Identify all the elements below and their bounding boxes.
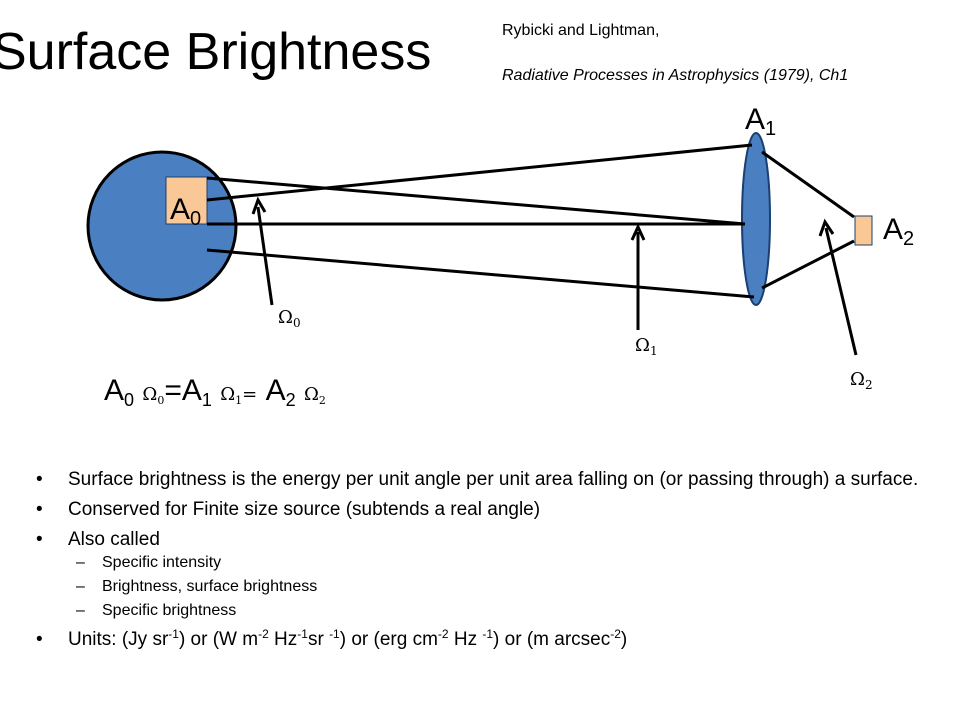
bullet-definition: Surface brightness is the energy per uni…	[36, 470, 936, 491]
sub-item: Specific brightness	[68, 602, 936, 620]
conservation-equation: A0 Ω0=A1 Ω1= A2 Ω2	[104, 374, 326, 410]
source-patch-a0	[165, 176, 208, 225]
lens-a1	[741, 132, 771, 306]
sub-item: Brightness, surface brightness	[68, 578, 936, 596]
detector-patch-a2	[854, 215, 873, 246]
bullet-also-called: Also called Specific intensity Brightnes…	[36, 530, 936, 621]
pointer-omega2	[824, 227, 858, 356]
ray-focus-top	[761, 150, 855, 219]
label-a2: A2	[883, 213, 915, 250]
ray-lines	[206, 143, 855, 299]
source-sphere	[86, 150, 238, 302]
ray-to-lens-top	[206, 143, 753, 202]
pointer-omega2-head	[818, 218, 835, 237]
ray-to-lens-bottom	[206, 248, 755, 299]
reference-book: Radiative Processes in Astrophysics (197…	[502, 67, 849, 84]
label-omega1: Ω1	[635, 335, 658, 358]
pointer-omega0	[256, 206, 274, 306]
ray-focus-bottom	[761, 239, 855, 290]
bullet-units: Units: (Jy sr-1) or (W m-2 Hz-1sr -1) or…	[36, 628, 936, 650]
label-a0: A0	[170, 193, 202, 230]
reference-authors: Rybicki and Lightman,	[502, 22, 660, 39]
bullet-conserved: Conserved for Finite size source (subten…	[36, 500, 936, 521]
ray-upper-to-center	[206, 176, 746, 226]
pointer-omega1-head	[630, 223, 646, 241]
omega-pointers	[251, 196, 858, 356]
label-omega0: Ω0	[278, 307, 301, 330]
label-a1: A1	[745, 103, 777, 140]
bullet-list: Surface brightness is the energy per uni…	[36, 470, 936, 660]
label-omega2: Ω2	[850, 369, 873, 392]
sub-list-names: Specific intensity Brightness, surface b…	[68, 554, 936, 620]
page-title: Surface Brightness	[0, 23, 432, 81]
sub-item: Specific intensity	[68, 554, 936, 572]
pointer-omega0-head	[251, 196, 267, 215]
